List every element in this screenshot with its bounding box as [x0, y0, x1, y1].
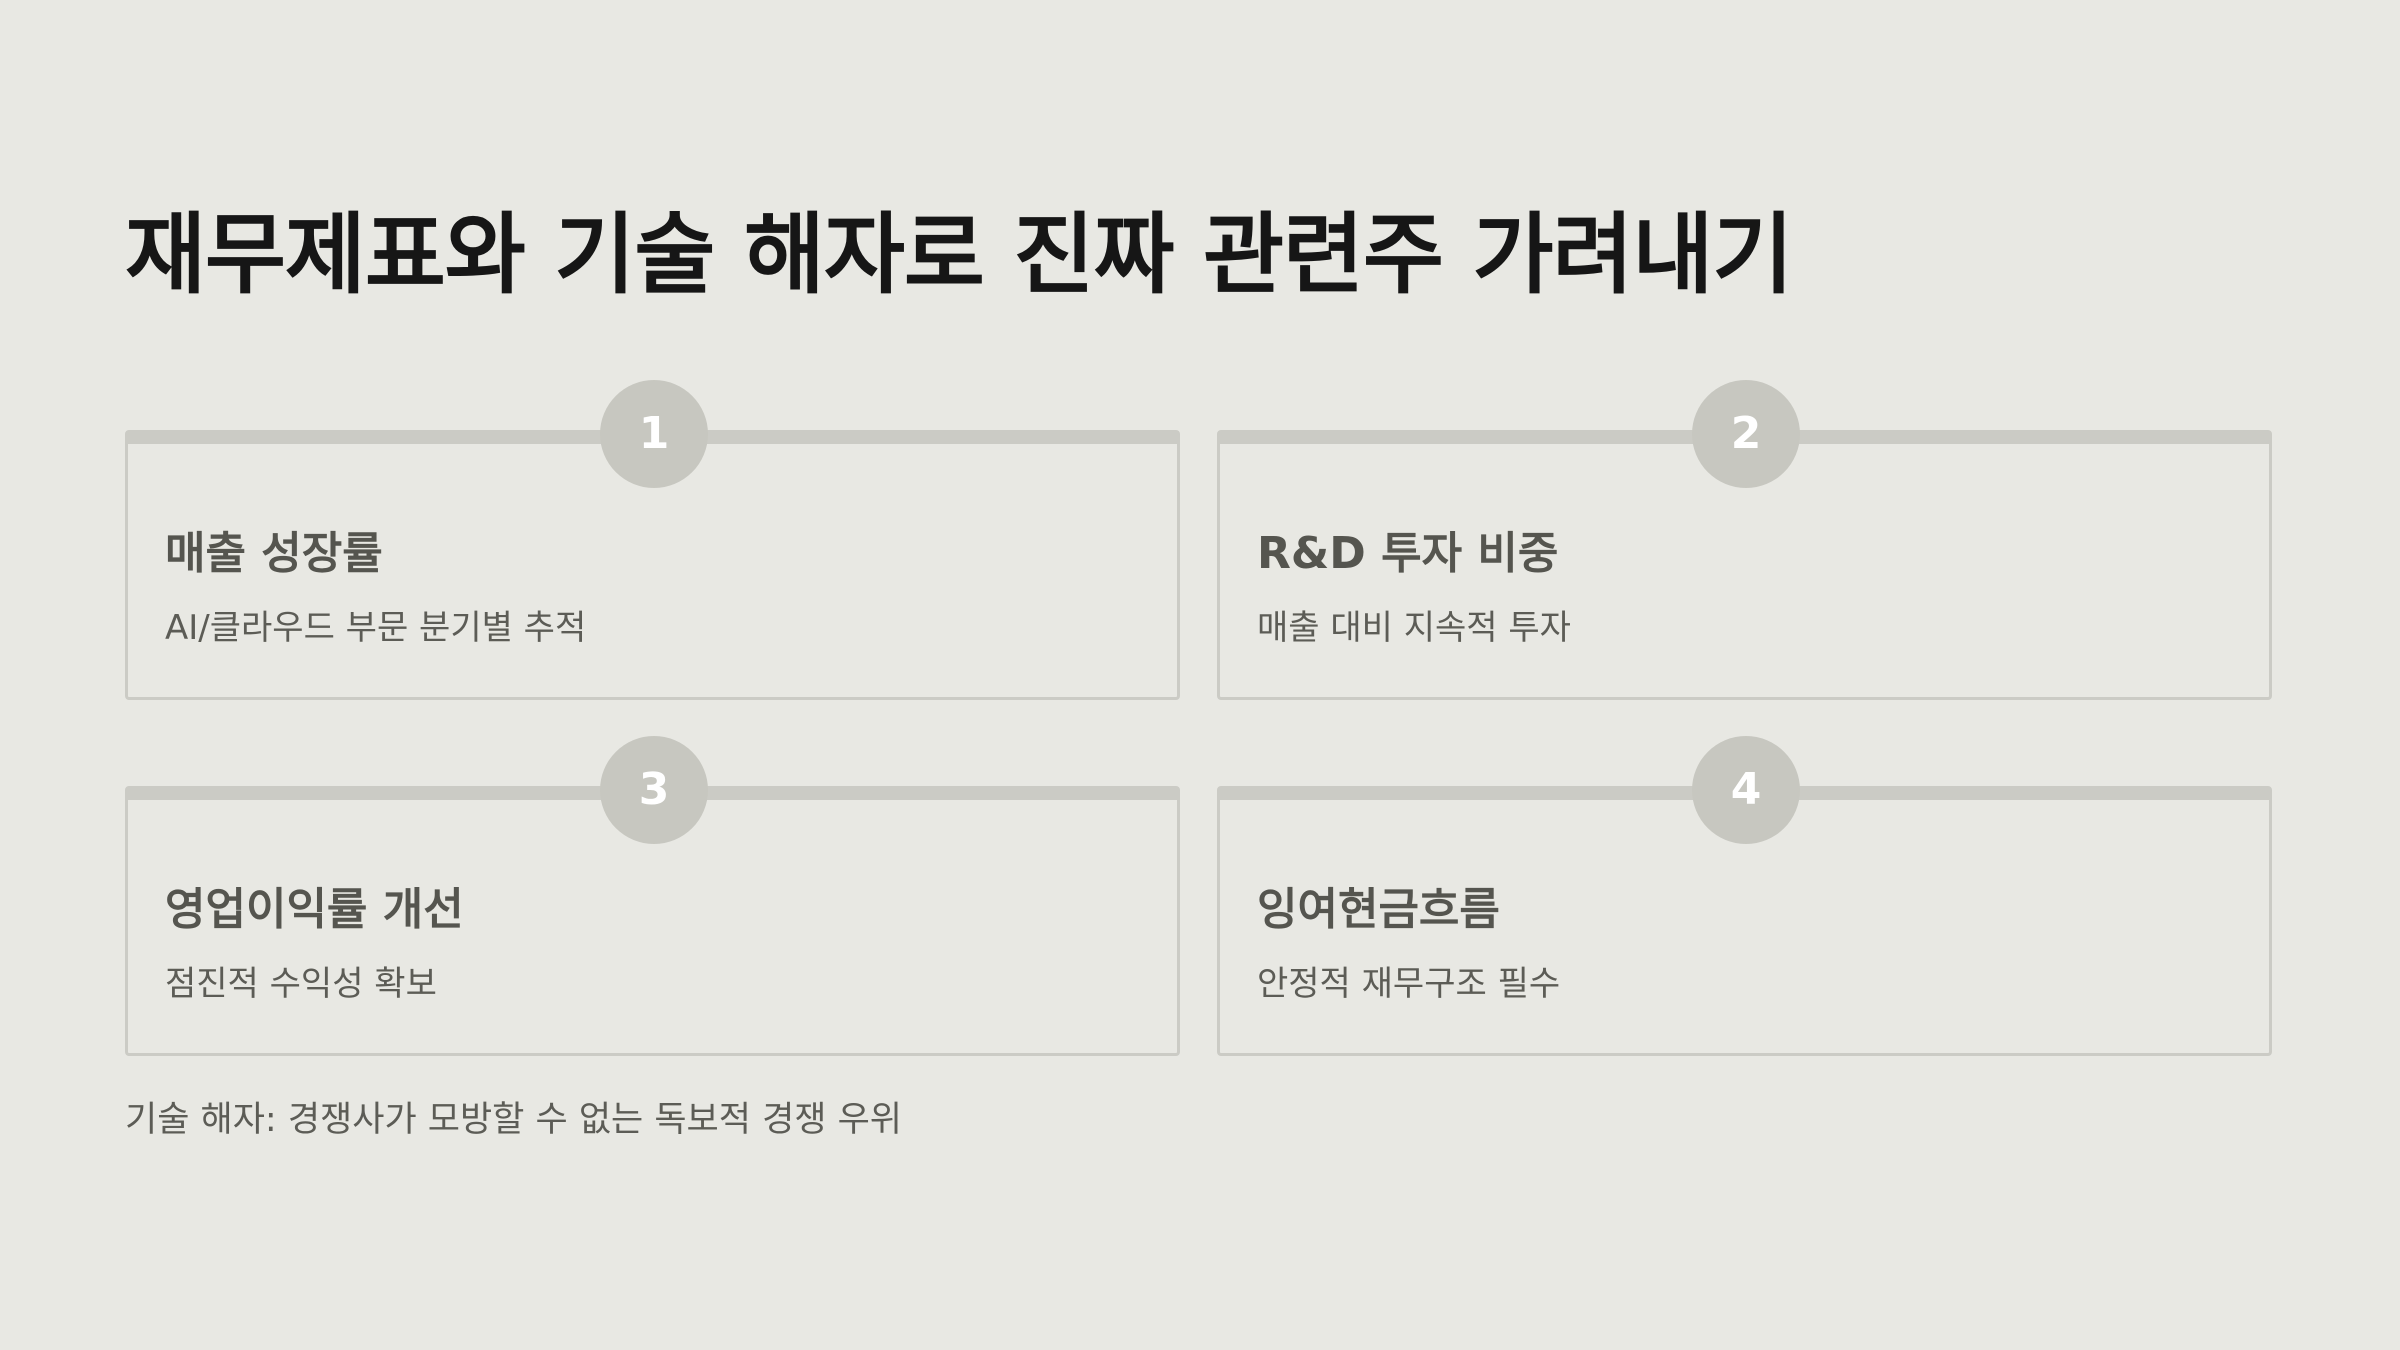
step-number-badge: 2 — [1692, 380, 1800, 488]
card-heading: R&D 투자 비중 — [1257, 528, 1559, 579]
step-number-badge: 4 — [1692, 736, 1800, 844]
step-number-badge: 3 — [600, 736, 708, 844]
card-heading: 잉여현금흐름 — [1257, 884, 1500, 935]
step-number-badge: 1 — [600, 380, 708, 488]
card-description: 안정적 재무구조 필수 — [1257, 964, 1561, 1004]
card-description: 점진적 수익성 확보 — [165, 964, 437, 1004]
card-heading: 매출 성장률 — [165, 528, 383, 579]
card-description: 매출 대비 지속적 투자 — [1257, 608, 1571, 648]
card-heading: 영업이익률 개선 — [165, 884, 464, 935]
page-title: 재무제표와 기술 해자로 진짜 관련주 가려내기 — [125, 203, 1793, 306]
footer-note: 기술 해자: 경쟁사가 모방할 수 없는 독보적 경쟁 우위 — [125, 1100, 902, 1140]
card-description: AI/클라우드 부문 분기별 추적 — [165, 608, 587, 648]
